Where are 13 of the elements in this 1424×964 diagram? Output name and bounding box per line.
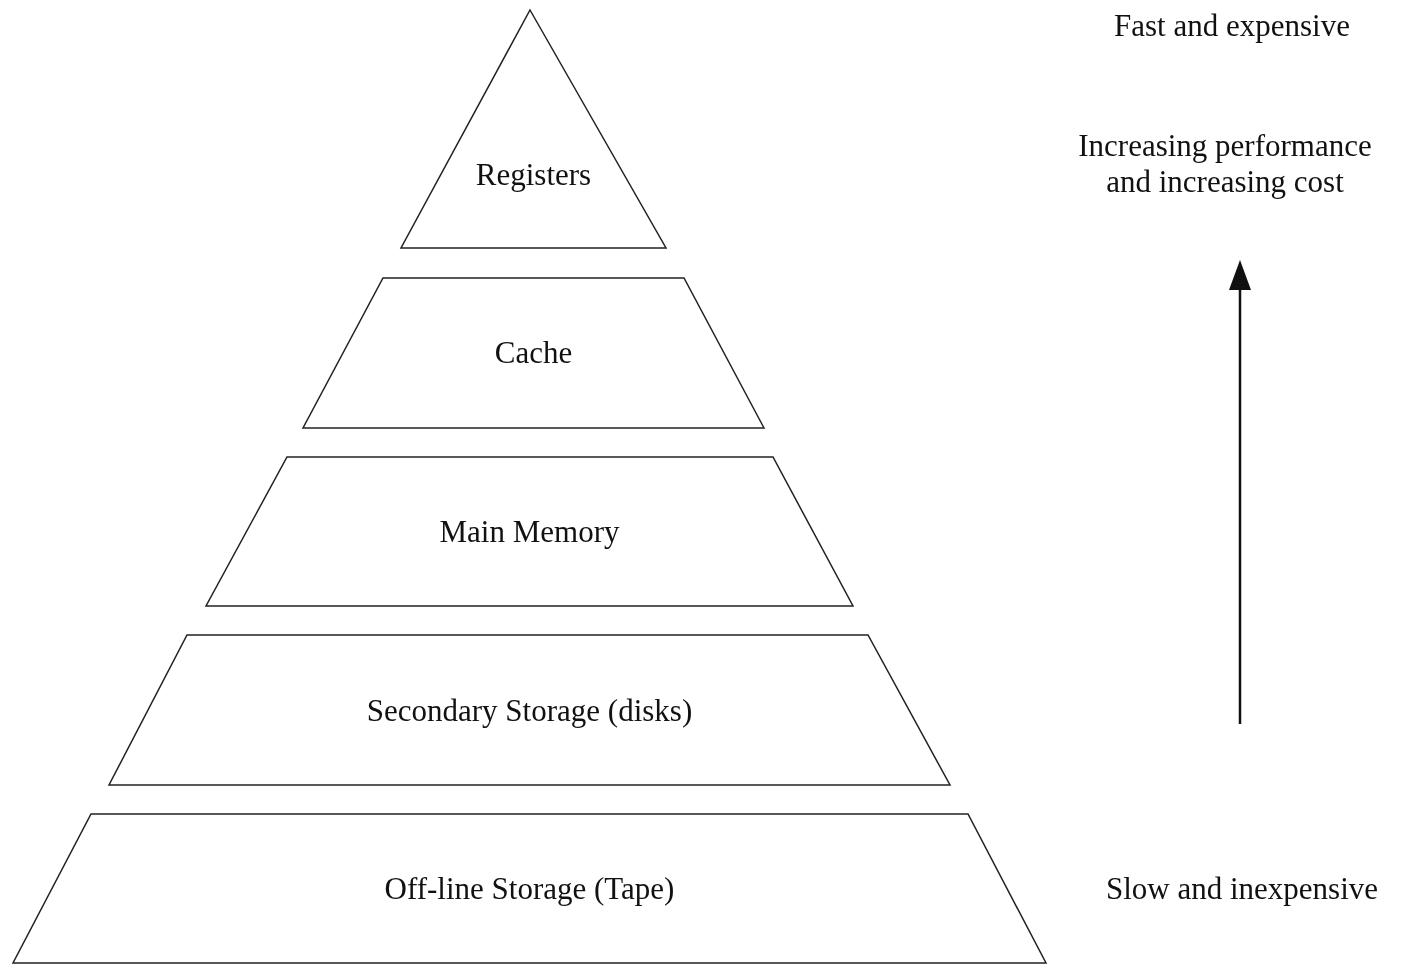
tier-label: Registers (474, 157, 593, 193)
tier-label: Main Memory (438, 514, 621, 550)
side-note: Increasing performance and increasing cost (1077, 128, 1373, 200)
pyramid-tier-trapezoid (206, 457, 853, 606)
pyramid-tier-trapezoid (303, 278, 764, 428)
side-note: Slow and inexpensive (1104, 871, 1380, 907)
tier-label: Cache (493, 335, 574, 371)
pyramid-tier-trapezoid (109, 635, 950, 785)
tier-label: Off-line Storage (Tape) (383, 871, 676, 907)
tier-label: Secondary Storage (disks) (365, 693, 694, 729)
pyramid-apex-triangle (401, 10, 666, 248)
side-note: Fast and expensive (1113, 8, 1351, 44)
pyramid-tier-trapezoid (13, 814, 1046, 963)
